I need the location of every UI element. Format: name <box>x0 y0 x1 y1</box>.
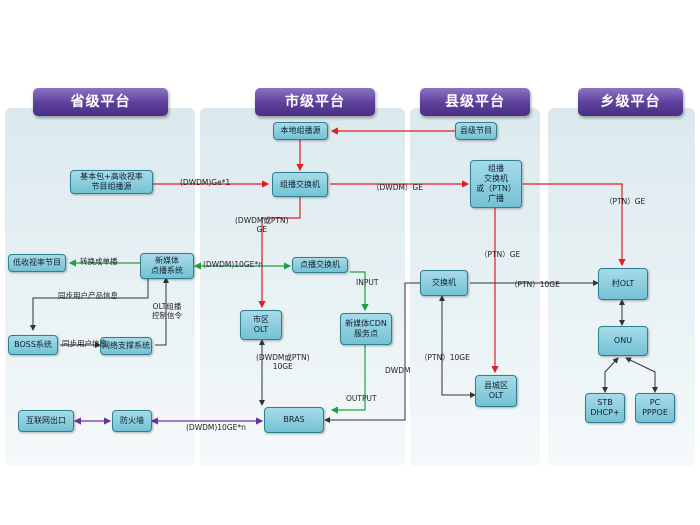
local-broadcast-source-node: 本地组播源 <box>273 122 328 140</box>
county-olt-node: 县城区 OLT <box>475 375 517 407</box>
network-support-node: 网络支撑系统 <box>100 337 152 355</box>
label-ptn-ge-right: （PTN）GE <box>605 197 646 206</box>
county-header: 县级平台 <box>420 88 530 116</box>
label-sync-user: 同步用户信息 <box>62 339 107 348</box>
province-column <box>5 108 195 466</box>
label-dwdm-ptn-ge: (DWDM或PTN) GE <box>235 216 289 234</box>
county-multicast-switch-node: 组播 交换机 或（PTN） 广播 <box>470 160 522 208</box>
internet-exit-node: 互联网出口 <box>18 410 74 432</box>
onu-node: ONU <box>598 326 648 356</box>
label-output: OUTPUT <box>346 394 377 403</box>
vod-switch-to-cdn <box>350 271 369 312</box>
vod-lines <box>68 259 369 414</box>
label-sync-product: 同步用户产品信息 <box>58 291 118 300</box>
vod-switch-node: 点播交换机 <box>292 257 348 273</box>
pc-pppoe-node: PC PPPOE <box>635 393 675 423</box>
city-header: 市级平台 <box>255 88 375 116</box>
new-media-cdn-node: 新媒体CDN 服务点 <box>340 313 392 345</box>
sync-product-info <box>30 278 149 331</box>
label-dwdm: DWDM <box>385 366 411 375</box>
new-media-vod-node: 新媒体 点播系统 <box>140 253 194 279</box>
firewall-node: 防火墙 <box>112 410 152 432</box>
label-ptn-ge-county: （PTN）GE <box>480 250 521 259</box>
label-ptn-10ge-county: （PTN）10GE <box>420 353 470 362</box>
boss-node: BOSS系统 <box>8 335 58 355</box>
multicast-switch-node: 组播交换机 <box>272 172 328 197</box>
label-dwdm-ge1: (DWDM)Ge*1 <box>180 178 231 187</box>
label-input: INPUT <box>356 278 379 287</box>
label-olt-multicast: OLT组播 控制信令 <box>152 302 182 320</box>
cdn-to-bras <box>330 345 366 414</box>
label-ptn-10ge: （PTN）10GE <box>510 280 560 289</box>
label-dwdm-ptn-10ge: (DWDM或PTN) 10GE <box>256 353 310 371</box>
onu-to-stb <box>602 357 619 393</box>
onu-to-pc <box>625 357 658 393</box>
county-switch-to-county-olt-10ge <box>439 295 476 398</box>
multicast-switch-to-city-olt <box>258 197 301 309</box>
basic-package-source-node: 基本包+高收视率 节目组播源 <box>70 170 153 194</box>
province-header: 省级平台 <box>33 88 168 116</box>
bras-node: BRAS <box>264 407 324 433</box>
label-dwdm-10ge-n-bottom: (DWDM)10GE*n <box>186 423 246 432</box>
low-rating-program-node: 低收视率节目 <box>8 254 66 272</box>
control-lines <box>30 277 658 423</box>
label-transcode: 转换成单播 <box>80 257 118 266</box>
township-olt-node: 村OLT <box>598 268 648 300</box>
county-program-node: 县级节目 <box>455 122 497 140</box>
label-dwdm-ge-mid: （DWDM）GE <box>372 183 423 192</box>
county-switch-node: 交换机 <box>420 270 468 296</box>
county-switch-to-bras <box>324 282 420 423</box>
stb-dhcp-node: STB DHCP+ <box>585 393 625 423</box>
county-switch-to-township-olt <box>523 183 626 267</box>
city-olt-node: 市区 OLT <box>240 310 282 340</box>
township-header: 乡级平台 <box>578 88 683 116</box>
olt-control-signaling <box>155 277 169 346</box>
label-dwdm-10ge-n: (DWDM)10GE*n <box>203 260 263 269</box>
